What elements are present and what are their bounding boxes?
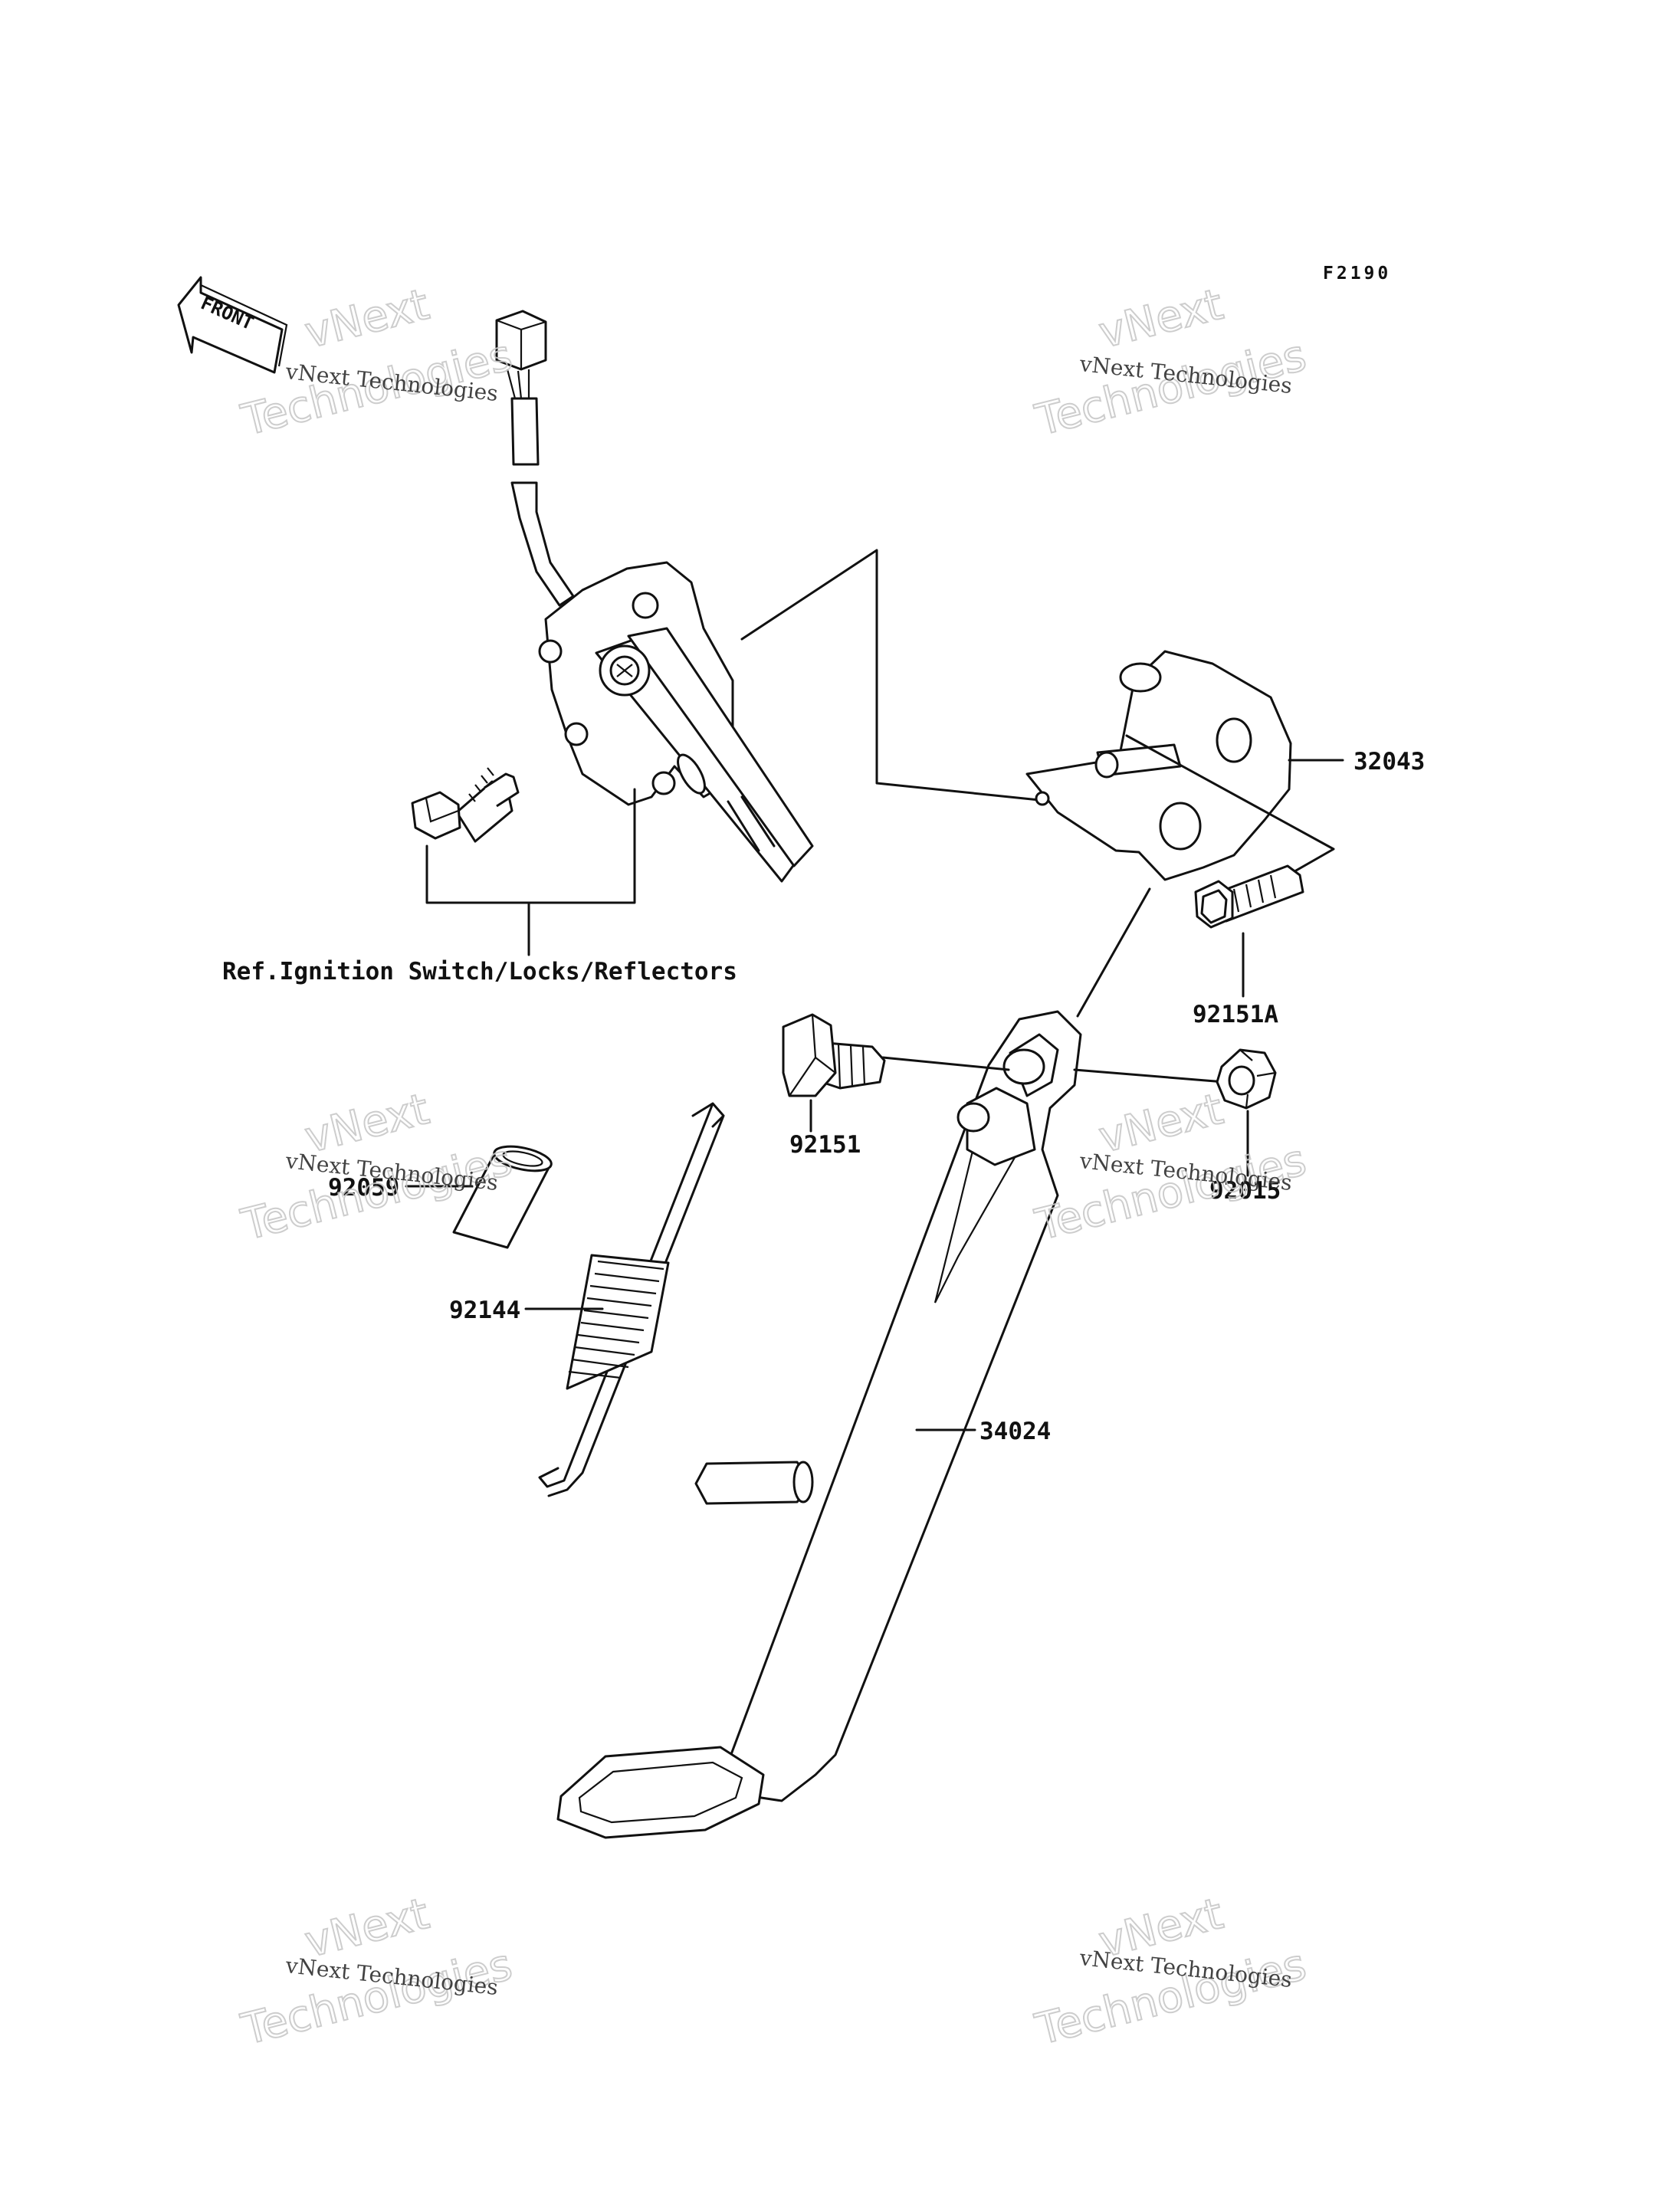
part-label-32043: 32043 bbox=[1354, 748, 1425, 776]
watermark-top-right: vNext Technologies vNext Technologies bbox=[1030, 279, 1312, 447]
part-label-92151: 92151 bbox=[789, 1131, 861, 1159]
nut-92015-leader bbox=[1073, 1068, 1226, 1084]
watermark-bottom-left: vNext Technologies vNext Technologies bbox=[236, 1888, 518, 2056]
front-arrow-icon: FRONT bbox=[177, 276, 288, 374]
bracket-to-stand-leader bbox=[1076, 887, 1151, 1018]
spring-92144 bbox=[538, 1102, 725, 1497]
collar-92059 bbox=[452, 1145, 553, 1249]
watermark-bottom-right: vNext Technologies vNext Technologies bbox=[1030, 1888, 1312, 2056]
sidestand bbox=[556, 1010, 1082, 1839]
watermark-top-left: vNext Technologies vNext Technologies bbox=[236, 279, 518, 447]
part-label-92059: 92059 bbox=[328, 1174, 399, 1202]
ref-bracket bbox=[425, 788, 636, 904]
part-label-34024: 34024 bbox=[979, 1418, 1051, 1445]
part-label-92144: 92144 bbox=[449, 1297, 520, 1324]
part-label-92015: 92015 bbox=[1209, 1177, 1281, 1205]
switch-to-bracket-leader bbox=[740, 549, 1041, 802]
diagram-code: F2190 bbox=[1323, 264, 1391, 284]
sidestand-bracket bbox=[1025, 650, 1292, 881]
watermark-big-top: vNext bbox=[300, 280, 434, 359]
sidestand-switch bbox=[538, 561, 814, 883]
bolt-92151-leader bbox=[881, 1056, 1010, 1071]
bolt-92151 bbox=[782, 1013, 886, 1097]
watermark-middle-right: vNext Technologies vNext Technologies bbox=[1030, 1084, 1312, 1251]
watermark-big-top: vNext bbox=[1094, 280, 1228, 359]
front-label: FRONT bbox=[198, 292, 257, 334]
bolt-92151a bbox=[1194, 864, 1304, 929]
switch-bolt bbox=[411, 767, 520, 843]
part-label-92151a: 92151A bbox=[1193, 1001, 1278, 1028]
nut-92015 bbox=[1216, 1048, 1277, 1110]
ref-ignition-note: Ref.Ignition Switch/Locks/Reflectors bbox=[222, 958, 737, 985]
switch-connector bbox=[495, 310, 575, 607]
